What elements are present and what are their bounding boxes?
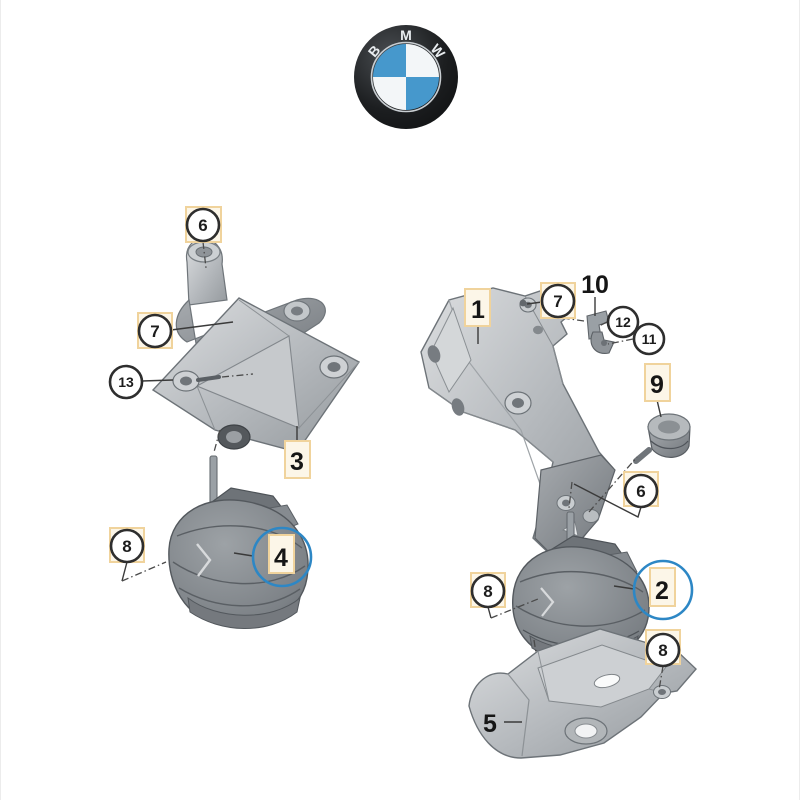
callout-5: 5: [483, 710, 497, 738]
callout-7-right: 7: [540, 282, 576, 319]
part-5-support-bracket: [468, 628, 697, 759]
callout-label: 13: [118, 374, 134, 390]
part-3-engine-bracket: [151, 238, 361, 453]
callout-label: 12: [615, 314, 631, 330]
part-9-rubber-mount: [633, 413, 691, 464]
callout-label: 7: [150, 322, 159, 341]
callout-label: 10: [581, 271, 609, 299]
callout-1: 1: [464, 288, 491, 327]
callout-8-left: 8: [109, 527, 145, 564]
bmw-logo: B M W: [354, 25, 458, 129]
callout-label: 8: [483, 582, 492, 601]
callout-label: 8: [658, 641, 667, 660]
callout-label: 9: [650, 371, 664, 399]
callout-label: 6: [198, 216, 207, 235]
callout-4-emphasized: 4: [251, 526, 313, 588]
bmw-logo-inner-rim: [370, 41, 442, 113]
callout-9: 9: [644, 363, 671, 402]
callout-3: 3: [284, 440, 311, 479]
callout-6-right: 6: [623, 471, 659, 509]
callout-label: 1: [471, 296, 485, 324]
emphasis-ring: [251, 526, 313, 588]
callout-label: 5: [483, 710, 497, 738]
callout-label: 11: [642, 331, 657, 347]
mount-9-stud: [633, 447, 652, 464]
callout-11: 11: [632, 322, 666, 356]
emphasis-ring: [632, 559, 694, 621]
bmw-roundel-quarters: [373, 44, 439, 110]
callout-label: 4: [274, 544, 288, 572]
callout-12: 12: [606, 305, 640, 339]
callout-8-right: 8: [645, 629, 681, 668]
callout-10: 10: [581, 271, 609, 299]
callout-2-emphasized: 2: [632, 559, 694, 621]
callout-6-left: 6: [185, 206, 222, 243]
callout-label: 3: [290, 448, 304, 476]
callout-label: 7: [553, 292, 562, 311]
callout-label: 8: [122, 537, 131, 556]
bolt-13: [196, 375, 221, 382]
callout-7-left: 7: [137, 312, 173, 349]
callout-13: 13: [108, 364, 144, 400]
part-1-engine-bracket: [420, 287, 616, 558]
part-4-engine-mount: [168, 429, 309, 629]
logo-letter-m: M: [400, 27, 412, 43]
callout-label: 6: [636, 482, 645, 501]
bolt-7-right: [519, 299, 527, 307]
callout-label: 2: [655, 577, 669, 605]
callout-8-middle: 8: [470, 572, 506, 609]
